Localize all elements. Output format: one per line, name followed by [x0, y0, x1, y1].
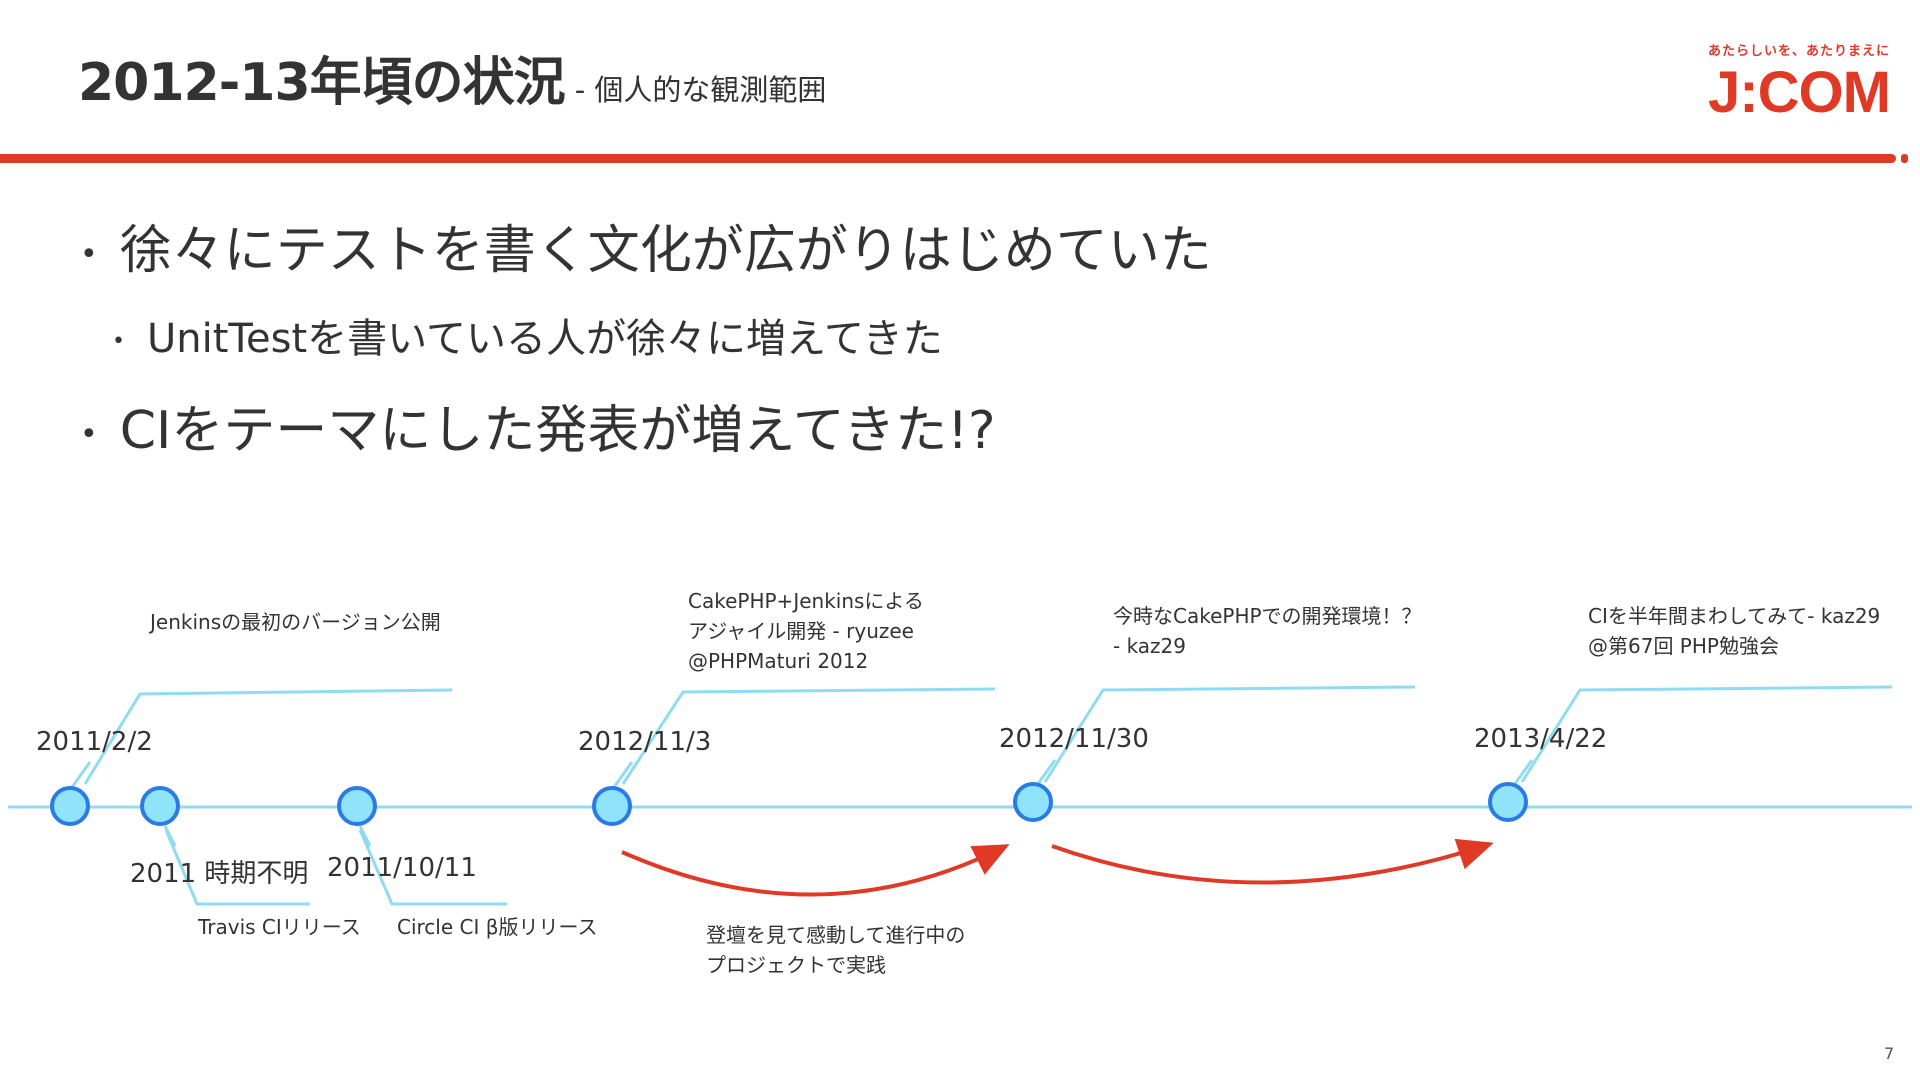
- bullet-dot: •: [80, 416, 98, 452]
- event-label-6-line-2: @第67回 PHP勉強会: [1588, 634, 1779, 658]
- slide-title: 2012-13年頃の状況- 個人的な観測範囲: [78, 40, 826, 115]
- date-leader-1: [68, 761, 92, 791]
- leader-line-5: [1043, 685, 1416, 783]
- event-node-3: [337, 786, 377, 826]
- event-label-3: Circle CI β版リリース: [397, 915, 598, 939]
- event-date-4: 2012/11/3: [578, 727, 712, 757]
- bullet-dot: •: [80, 236, 98, 272]
- leader-line-3: [358, 829, 507, 906]
- event-date-6: 2013/4/22: [1474, 724, 1608, 754]
- arrow-note: 登壇を見て感動して進行中の プロジェクトで実践: [706, 920, 965, 980]
- event-label-5-line-1: 今時なCakePHPでの開発環境！？: [1113, 604, 1422, 628]
- date-leader-3: [358, 825, 372, 847]
- bullet-dot: •: [112, 328, 125, 354]
- event-label-6-line-1: CIを半年間まわしてみて- kaz29: [1588, 604, 1881, 628]
- title-text: 2012-13年頃の状況: [78, 53, 566, 113]
- header-divider: [0, 154, 1896, 163]
- bullet-2-text: CIをテーマにした発表が増えてきた!?: [119, 401, 996, 461]
- event-date-2: 2011 時期不明: [130, 859, 309, 889]
- event-label-2: Travis CIリリース: [198, 915, 361, 939]
- arrow-note-line-1: 登壇を見て感動して進行中の: [706, 923, 966, 947]
- event-label-4-line-3: @PHPMaturi 2012: [688, 649, 869, 673]
- leader-line-4: [621, 687, 996, 785]
- event-node-1: [50, 786, 90, 826]
- bullet-1: • 徐々にテストを書く文化が広がりはじめていた: [80, 208, 1212, 283]
- event-node-5: [1013, 782, 1053, 822]
- event-date-1: 2011/2/2: [36, 727, 153, 757]
- event-node-4: [592, 786, 632, 826]
- event-node-2: [140, 786, 180, 826]
- bullet-1-sub: • UnitTestを書いている人が徐々に増えてきた: [112, 306, 943, 364]
- event-label-6: CIを半年間まわしてみて- kaz29 @第67回 PHP勉強会: [1588, 601, 1880, 661]
- leader-line-1: [83, 688, 453, 785]
- event-label-4-line-1: CakePHP+Jenkinsによる: [688, 589, 924, 613]
- event-label-4-line-2: アジャイル開発 - ryuzee: [688, 619, 914, 643]
- arrow-note-line-2: プロジェクトで実践: [706, 953, 886, 977]
- logo-tagline: あたらしいを、あたりまえに: [1708, 44, 1891, 59]
- page-number: 7: [1884, 1044, 1895, 1063]
- logo-brand: J:COM: [1708, 60, 1891, 125]
- event-date-3: 2011/10/11: [327, 853, 477, 883]
- date-leader-4: [610, 761, 634, 791]
- date-leader-6: [1510, 759, 1534, 789]
- event-label-5: 今時なCakePHPでの開発環境！？ - kaz29: [1113, 601, 1422, 661]
- bullet-1-sub-text: UnitTestを書いている人が徐々に増えてきた: [146, 316, 943, 362]
- bullet-2: • CIをテーマにした発表が増えてきた!?: [80, 388, 996, 463]
- title-subtitle: - 個人的な観測範囲: [574, 73, 827, 107]
- company-logo: あたらしいを、あたりまえに J:COM: [1708, 40, 1891, 125]
- leader-line-2: [164, 829, 310, 906]
- bullet-1-text: 徐々にテストを書く文化が広がりはじめていた: [119, 221, 1212, 281]
- event-label-4: CakePHP+Jenkinsによる アジャイル開発 - ryuzee @PHP…: [688, 586, 924, 676]
- event-label-5-line-2: - kaz29: [1113, 634, 1187, 658]
- date-leader-2: [163, 825, 177, 847]
- event-node-6: [1488, 782, 1528, 822]
- leader-line-6: [1520, 685, 1893, 783]
- arrow-continuation: [1051, 838, 1494, 885]
- event-date-5: 2012/11/30: [999, 724, 1149, 754]
- header-divider-end: [1901, 154, 1908, 163]
- arrow-inspiration: [621, 844, 1010, 897]
- event-label-1: Jenkinsの最初のバージョン公開: [150, 610, 441, 634]
